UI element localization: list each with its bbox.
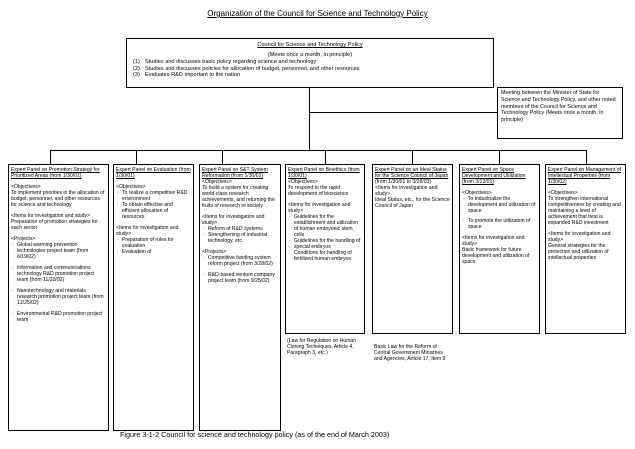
bioethics-law-note: (Law for Regulation on Human Cloning Tec… bbox=[287, 338, 357, 356]
items-label: <Items for investigation and study> bbox=[288, 202, 351, 214]
project-item: R&D-based venture company project team (… bbox=[203, 272, 278, 284]
items-text: Preparation of promotion strategies for … bbox=[11, 219, 98, 231]
connector-panel-1 bbox=[50, 150, 51, 164]
items-label: <Items for investigation and study> bbox=[375, 185, 438, 197]
objectives-label: <Objectives> bbox=[462, 190, 492, 196]
council-function-item: (2)Studies and discusses policies for al… bbox=[133, 65, 360, 72]
item-entry: Guidelines for the handling of special e… bbox=[289, 238, 362, 250]
objective-item: To promote the utilization of space bbox=[463, 218, 537, 230]
projects-label: <Projects> bbox=[202, 249, 227, 255]
objectives-text: To build a system for creating world-cla… bbox=[202, 185, 275, 209]
panel-promotion-strategy: Expert Panel on Promotion Strategy for P… bbox=[8, 164, 109, 431]
objectives-text: To implement priorities in the allocatio… bbox=[11, 190, 105, 208]
connector-panel-5 bbox=[412, 150, 413, 164]
objectives-label: <Objectives> bbox=[116, 184, 146, 190]
page-title: Organization of the Council for Science … bbox=[207, 9, 428, 18]
connector-to-meeting bbox=[309, 112, 497, 113]
items-text: Basic framework for future development a… bbox=[462, 247, 530, 265]
projects-label: <Projects> bbox=[11, 236, 36, 242]
council-function-item: (1)Studies and discusses basic policy re… bbox=[133, 59, 317, 65]
panel-title: Expert Panel on Promotion Strategy for P… bbox=[11, 167, 100, 179]
panel-title: Expert Panel on Bioethics (from 1/30/01) bbox=[288, 167, 360, 179]
item-entry: Evaluation of bbox=[117, 249, 191, 255]
item-entry: Preparation of rules for evaluation bbox=[117, 237, 191, 249]
items-label: <Items for investigation and study> bbox=[548, 231, 611, 243]
project-item: Nanotechnology and materials research pr… bbox=[12, 288, 106, 306]
objectives-list: To realize a competitive R&D environment… bbox=[116, 190, 191, 220]
project-item: Information and communications technolog… bbox=[12, 265, 106, 283]
item-entry: Reform of R&D systems bbox=[203, 226, 278, 232]
connector-panel-6 bbox=[499, 150, 500, 164]
items-list: Guidelines for the establishment and uti… bbox=[288, 214, 362, 262]
objectives-label: <Objectives> bbox=[11, 184, 41, 190]
panel-title: Expert Panel on Space Development and Ut… bbox=[462, 167, 526, 185]
council-functions-list: (1)Studies and discusses basic policy re… bbox=[127, 59, 493, 79]
items-label: <Items for investigation and study> bbox=[462, 235, 525, 247]
objectives-list: To industrialize the development and uti… bbox=[462, 196, 537, 230]
objectives-text: To respond to the rapid development of b… bbox=[288, 185, 349, 197]
panel-bioethics: Expert Panel on Bioethics (from 1/30/01)… bbox=[285, 164, 365, 334]
panel-science-council: Expert Panel on an Ideal Status for the … bbox=[372, 164, 453, 334]
connector-council-down bbox=[309, 88, 310, 150]
figure-caption: Figure 3-1-2 Council for science and tec… bbox=[120, 430, 390, 439]
items-list: Reform of R&D systems Strengthening of i… bbox=[202, 226, 278, 244]
objective-item: To industrialize the development and uti… bbox=[463, 196, 537, 214]
items-list: Preparation of rules for evaluation Eval… bbox=[116, 237, 191, 255]
items-label: <Items for investigation and study> bbox=[11, 213, 90, 219]
panel-title: Expert Panel on Evaluation (from 1/30/01… bbox=[116, 167, 191, 179]
panel-dates: (from 1/30/01 to 3/28/03) bbox=[375, 179, 432, 185]
connector-panel-3 bbox=[222, 150, 223, 164]
objectives-label: <Objectives> bbox=[548, 190, 578, 196]
items-label: <Items for investigation and study> bbox=[116, 225, 179, 237]
panel-title: Expert Panel on S&T System Reformation (… bbox=[202, 167, 268, 179]
science-council-law-note: Basic Law for the Reform of Central Gove… bbox=[374, 344, 446, 362]
council-heading: Council for Science and Technology Polic… bbox=[257, 42, 363, 48]
projects-list: Competitive funding system reform projec… bbox=[202, 255, 278, 284]
items-text: Ideal Status, etc., for the Science Coun… bbox=[375, 197, 450, 209]
objectives-text: To strengthen international competitiven… bbox=[548, 196, 621, 226]
objectives-label: <Objectives> bbox=[288, 179, 318, 185]
items-label: <Items for investigation and study> bbox=[202, 214, 265, 226]
connector-panel-2 bbox=[136, 150, 137, 164]
objective-item: To realize a competitive R&D environment bbox=[117, 190, 191, 202]
connector-horizontal-bus bbox=[50, 150, 586, 151]
council-box: Council for Science and Technology Polic… bbox=[126, 38, 494, 88]
panel-system-reformation: Expert Panel on S&T System Reformation (… bbox=[199, 164, 281, 431]
panel-title: Expert Panel on an Ideal Status for the … bbox=[375, 167, 449, 179]
items-text: General strategies for the protection an… bbox=[548, 243, 609, 261]
project-item: Environmental R&D promotion project team bbox=[12, 311, 106, 323]
connector-panel-4 bbox=[325, 150, 326, 164]
item-entry: Strengthening of industrial technology, … bbox=[203, 232, 278, 244]
project-item: Competitive funding system reform projec… bbox=[203, 255, 278, 267]
objective-item: To obtain effective and efficient alloca… bbox=[117, 202, 191, 220]
council-function-item: (3)Evaluates R&D important to the nation bbox=[133, 72, 241, 79]
council-subheading: (Meets once a month, in principle) bbox=[267, 51, 353, 58]
projects-list: Global warming prevention technologies p… bbox=[11, 242, 106, 323]
panel-title: Expert Panel on Management of Intellectu… bbox=[548, 167, 622, 185]
panel-space-development: Expert Panel on Space Development and Ut… bbox=[459, 164, 540, 334]
connector-panel-7 bbox=[586, 150, 587, 164]
minister-meeting-box: Meeting between the Minister of State fo… bbox=[497, 87, 623, 139]
panel-evaluation: Expert Panel on Evaluation (from 1/30/01… bbox=[113, 164, 194, 431]
objectives-label: <Objectives> bbox=[202, 179, 232, 185]
item-entry: Conditions for handling of fertilized hu… bbox=[289, 250, 362, 262]
item-entry: Guidelines for the establishment and uti… bbox=[289, 214, 362, 238]
panel-intellectual-properties: Expert Panel on Management of Intellectu… bbox=[545, 164, 626, 334]
project-item: Global warming prevention technologies p… bbox=[12, 242, 106, 260]
